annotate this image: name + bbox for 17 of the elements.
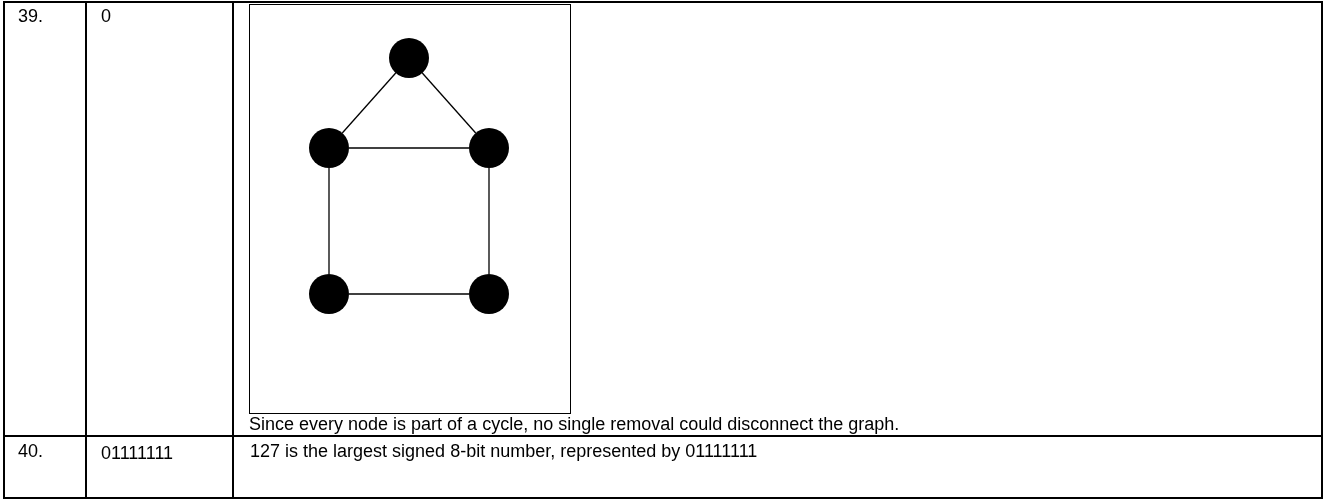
graph-vertex [309,128,349,168]
graph-vertex [309,274,349,314]
graph-edge [341,72,397,134]
graph-edge [328,167,330,275]
graph-vertex [469,274,509,314]
graph-edge [348,147,470,149]
graph-edge [348,293,470,295]
graph-edge [421,72,477,134]
answer-text: 01111111 [101,442,175,465]
graph-vertex [389,38,429,78]
row-number: 39. [18,6,45,27]
graph-edge [488,167,490,275]
row-number: 40. [18,441,45,462]
explanation-text: Since every node is part of a cycle, no single removal could disconnect the graph. [249,414,901,435]
explanation-text: 127 is the largest signed 8-bit number, represented by 01111111 [250,441,759,462]
graph-vertex [469,128,509,168]
answer-text: 0 [101,6,112,27]
